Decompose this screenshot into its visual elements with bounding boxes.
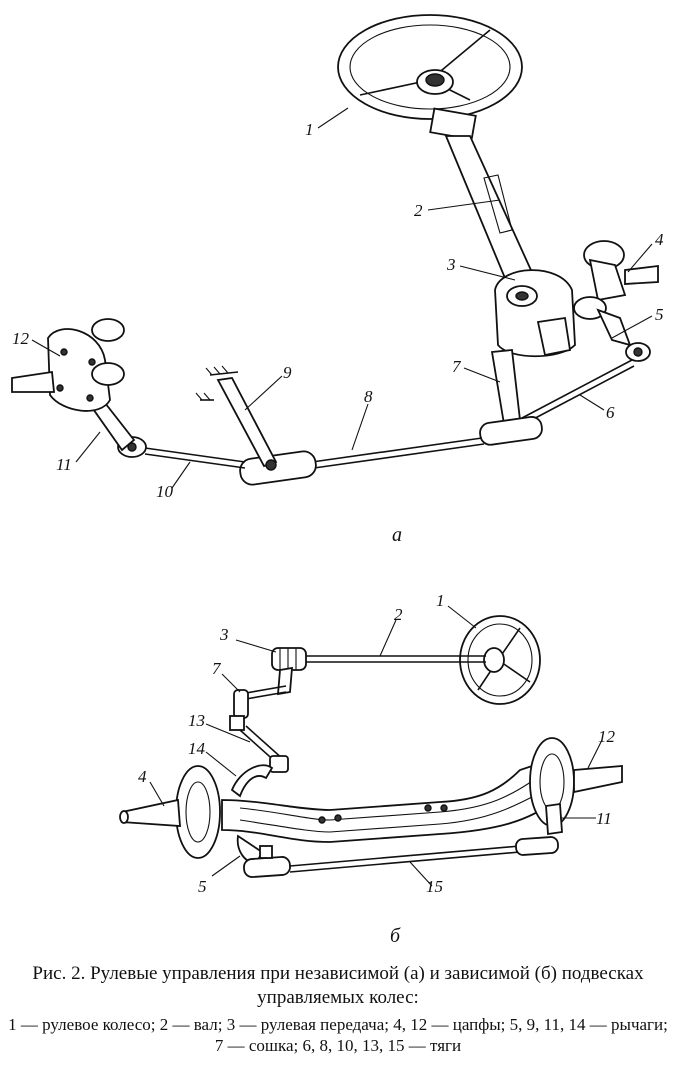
tie-rod-6-a [521,359,633,419]
label-b-15: 15 [426,877,443,896]
center-rod-8-a [239,416,543,486]
label-b-14: 14 [188,739,206,758]
knuckle-left-b [119,765,221,859]
label-a-7: 7 [452,357,462,376]
label-a-6: 6 [606,403,615,422]
knuckle-right-a [573,240,659,320]
label-a-3: 3 [446,255,456,274]
steering-diagrams: 1 2 3 4 5 6 7 8 9 10 11 12 а [11,14,664,947]
label-a-10: 10 [156,482,174,501]
arm-5-a [596,308,651,362]
steering-gear-b [271,647,307,696]
label-a-4: 4 [655,230,664,249]
tie-rod-10-a [117,436,246,469]
steering-wheel-a [337,14,523,120]
label-b-3: 3 [219,625,229,644]
arm-11-b [545,802,563,836]
label-b-13: 13 [188,711,205,730]
label-b-4: 4 [138,767,147,786]
label-a-11: 11 [56,455,72,474]
caption-legend: 1 — рулевое колесо; 2 — вал; 3 — рулевая… [8,1015,668,1055]
arm-14-b [230,764,274,798]
pitman-arm-a [490,349,521,426]
diagram-b: 1 2 3 4 5 7 11 12 13 14 15 б [119,591,623,947]
steering-gear-a [494,269,576,358]
arm-9-a [195,365,278,471]
knuckle-left-a [11,318,125,412]
caption-title: Рис. 2. Рулевые управления при независим… [32,963,644,1008]
sublabel-b: б [390,925,401,947]
sublabel-a: а [392,524,402,546]
label-a-8: 8 [364,387,373,406]
label-a-1: 1 [305,120,314,139]
label-a-5: 5 [655,305,664,324]
knuckle-right-b [529,737,623,827]
pitman-b [229,685,287,731]
label-b-11: 11 [596,809,612,828]
tie-rod-15-b [236,834,559,878]
label-a-12: 12 [12,329,30,348]
leaders-a [31,107,653,489]
leaders-b [149,605,603,887]
label-b-5: 5 [198,877,207,896]
figure-caption: Рис. 2. Рулевые управления при независим… [6,962,670,1056]
diagram-a: 1 2 3 4 5 6 7 8 9 10 11 12 а [11,14,664,546]
drag-link-b [239,725,289,773]
label-a-2: 2 [414,201,423,220]
label-b-2: 2 [394,605,403,624]
label-b-7: 7 [212,659,222,678]
steering-wheel-b [459,615,541,705]
label-a-9: 9 [283,363,292,382]
label-b-12: 12 [598,727,616,746]
label-b-1: 1 [436,591,445,610]
